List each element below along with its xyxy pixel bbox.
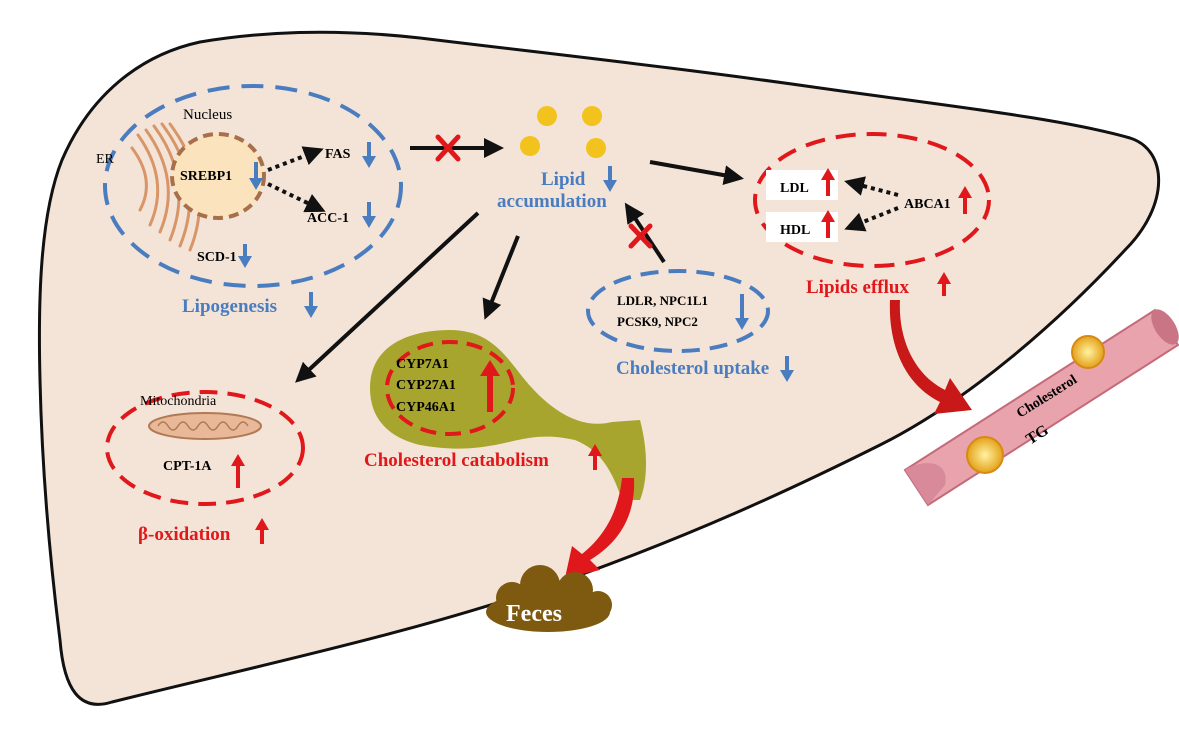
er-label: ER — [96, 152, 115, 167]
oxidation-title: β-oxidation — [138, 524, 231, 545]
up-arrow-icon — [480, 360, 500, 412]
catabolism-ellipse — [385, 340, 515, 436]
mitochondria-icon — [148, 412, 262, 440]
down-arrow-icon — [304, 292, 318, 318]
catabolism-gene2: CYP27A1 — [396, 378, 456, 393]
nucleus-icon — [170, 132, 266, 220]
inhibit-x-icon — [628, 223, 653, 249]
up-arrow-icon — [588, 444, 602, 470]
uptake-genes-line2: PCSK9, NPC2 — [617, 314, 698, 329]
acc1-label: ACC-1 — [307, 211, 349, 226]
hdl-label: HDL — [780, 223, 810, 238]
lipid-droplets-icon — [520, 106, 606, 158]
uptake-ellipse — [586, 269, 770, 353]
up-arrow-icon — [958, 186, 972, 214]
ldl-label: LDL — [780, 181, 809, 196]
uptake-title: Cholesterol uptake — [616, 358, 769, 379]
lipogenesis-title: Lipogenesis — [182, 296, 277, 317]
uptake-genes-line1: LDLR, NPC1L1 — [617, 293, 708, 308]
up-arrow-icon — [937, 272, 951, 296]
blood-vessel-icon — [903, 308, 1179, 507]
efflux-ellipse — [753, 132, 991, 268]
lipogenesis-ellipse — [103, 84, 403, 288]
fas-label: FAS — [325, 147, 351, 162]
mitochondria-label: Mitochondria — [140, 394, 217, 409]
efflux-title: Lipids efflux — [806, 277, 909, 298]
feces-icon — [486, 565, 612, 632]
nucleus-label: Nucleus — [183, 107, 232, 123]
down-arrow-icon — [603, 166, 617, 192]
gallbladder-shape — [370, 330, 646, 500]
feces-label: Feces — [506, 601, 562, 627]
down-arrow-icon — [362, 142, 376, 168]
inhibit-x-icon — [435, 134, 461, 162]
scd1-label: SCD-1 — [197, 250, 237, 265]
down-arrow-icon — [735, 294, 749, 330]
abca1-label: ABCA1 — [904, 197, 951, 212]
down-arrow-icon — [249, 162, 263, 190]
catabolism-gene3: CYP46A1 — [396, 400, 456, 415]
efflux-flow-arrow — [889, 300, 972, 414]
oxidation-ellipse — [105, 390, 305, 506]
lipid-label-line1: Lipid — [541, 169, 586, 190]
up-arrow-icon — [231, 454, 245, 488]
catabolism-title: Cholesterol catabolism — [364, 450, 549, 471]
cpt1a-label: CPT-1A — [163, 459, 212, 474]
up-arrow-icon — [821, 210, 835, 238]
up-arrow-icon — [255, 518, 269, 544]
srebp1-label: SREBP1 — [180, 169, 232, 184]
down-arrow-icon — [362, 202, 376, 228]
down-arrow-icon — [780, 356, 794, 382]
lipid-label-line2: accumulation — [497, 191, 607, 212]
up-arrow-icon — [821, 168, 835, 196]
feces-flow-arrow — [565, 478, 635, 578]
down-arrow-icon — [238, 244, 252, 268]
catabolism-gene1: CYP7A1 — [396, 357, 449, 372]
